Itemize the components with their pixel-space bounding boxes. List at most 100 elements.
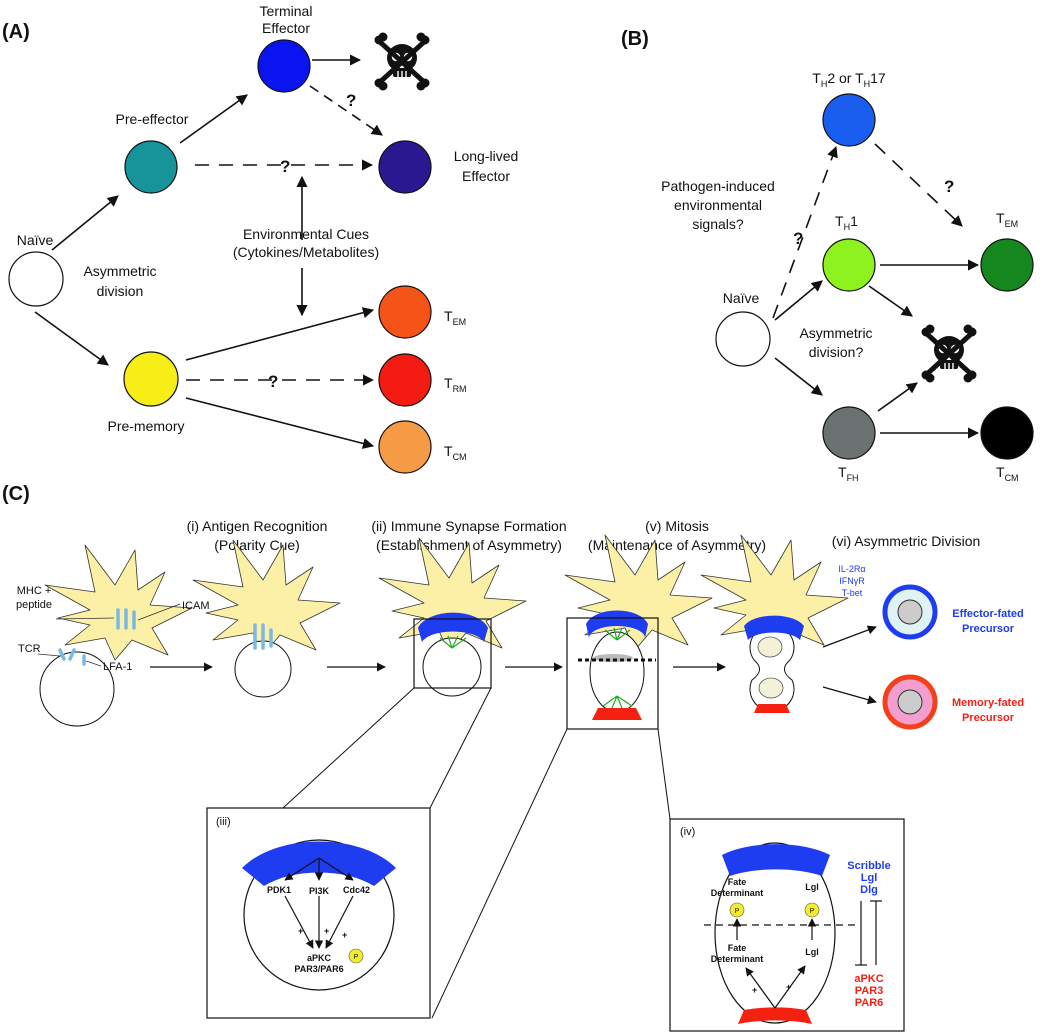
th2-th17-label: TH2 or TH17 — [812, 70, 886, 89]
memory-fated-label-1: Memory-fated — [952, 697, 1024, 709]
arrow-naive-th1 — [774, 280, 823, 321]
naive-label: Naïve — [17, 232, 54, 248]
phospho-badge-iv-1 — [729, 902, 745, 918]
zoom-line-iv-right — [657, 728, 671, 820]
env-cues-label-1: Environmental Cues — [243, 226, 369, 242]
memory-fated-label-2: Precursor — [962, 712, 1015, 724]
inset-iii-title: (iii) — [216, 816, 231, 828]
pdk1-label: PDK1 — [267, 885, 291, 895]
icam-label: ICAM — [182, 600, 210, 612]
th1-label: TH1 — [835, 213, 858, 232]
memory-nucleus — [897, 689, 923, 715]
t-cell-1 — [39, 651, 115, 727]
mhc-pointer — [55, 617, 115, 620]
t-cell-4 — [589, 631, 645, 713]
effector-fated-label-2: Precursor — [962, 623, 1015, 635]
par3-red-label: PAR3 — [855, 985, 884, 997]
b-asym-label-1: Asymmetric — [799, 325, 872, 341]
microtubules-2 — [602, 627, 633, 709]
inset-iv-source-box — [566, 617, 659, 730]
fate-det-bottom-1: Fate — [728, 943, 747, 953]
daughter-nucleus-1 — [757, 636, 783, 658]
b-tem-cell — [980, 238, 1034, 292]
mhc-label-1: MHC + — [17, 585, 52, 597]
long-lived-effector-cell — [378, 140, 432, 194]
step-v-label-2: (Maintenance of Asymmetry) — [588, 537, 766, 553]
pre-memory-cell — [123, 351, 179, 407]
dlg-label: Dlg — [860, 884, 878, 896]
panel-c-label: (C) — [2, 483, 30, 505]
daughter-nucleus-2 — [758, 677, 784, 699]
arrow-premem-tem — [185, 307, 375, 361]
scribble-label: Scribble — [847, 860, 890, 872]
arrow-pole-fate — [745, 967, 776, 1009]
trm-cell — [378, 353, 432, 407]
par3-par6-label: PAR3/PAR6 — [294, 964, 343, 974]
pre-effector-cell — [124, 140, 178, 194]
long-lived-label-1: Long-lived — [454, 148, 519, 164]
b-tem-label: TEM — [996, 210, 1018, 229]
b-death-skull-icon — [922, 325, 977, 383]
microtubules-1 — [439, 635, 467, 649]
par6-red-label: PAR6 — [855, 997, 884, 1009]
arrow-th2-tem — [874, 143, 963, 227]
tcr-receptor-icon — [58, 648, 86, 666]
naive-cell — [8, 251, 64, 307]
mutual-inhibition-icon — [855, 900, 882, 966]
tem-cell — [378, 285, 432, 339]
arrow-premem-tcm — [185, 397, 375, 449]
arrow-naive-tfh — [774, 357, 823, 396]
step-v-label-1: (v) Mitosis — [645, 518, 709, 534]
effector-marker-3: T-bet — [842, 588, 863, 598]
plus-iv-1: + — [752, 985, 757, 995]
arrow-preeff-terminal — [179, 94, 248, 144]
inset-iv-cell — [714, 842, 836, 1024]
terminal-effector-cell — [257, 39, 311, 93]
arrow-to-effector — [822, 625, 877, 648]
t-cell-3 — [422, 637, 482, 697]
pathogen-label-3: signals? — [692, 216, 744, 232]
inset-iii: (iii) PDK1 PI3K Cdc42 + + + aPKC PAR3/PA… — [206, 807, 431, 1019]
b-naive-cell — [715, 311, 771, 367]
tem-label: TEM — [444, 308, 466, 327]
plus-iv-2: + — [786, 982, 791, 992]
lgl-bottom-label: Lgl — [805, 947, 819, 957]
question-terminal-longlived: ? — [346, 91, 356, 110]
terminal-effector-label-1: Terminal — [260, 3, 313, 19]
bound-receptor-icon — [253, 623, 273, 650]
zoom-line-iii-left — [282, 687, 415, 809]
tcr-label: TCR — [18, 643, 41, 655]
zoom-line-iv-left — [431, 728, 568, 1019]
cdc42-label: Cdc42 — [343, 885, 370, 895]
mhc-label-2: peptide — [16, 599, 52, 611]
pathogen-label-2: environmental — [674, 197, 762, 213]
pathogen-label-1: Pathogen-induced — [661, 178, 775, 194]
b-tcm-cell — [980, 406, 1034, 460]
pre-effector-label: Pre-effector — [116, 111, 189, 127]
arrow-terminal-longlived — [309, 85, 383, 136]
long-lived-label-2: Effector — [462, 168, 510, 184]
env-cues-label-2: (Cytokines/Metabolites) — [233, 244, 379, 260]
arrow-naive-preeff — [51, 195, 119, 251]
question-premem-trm: ? — [268, 372, 278, 391]
arrow-to-cdc42 — [318, 857, 354, 881]
trm-label: TRM — [444, 375, 467, 394]
panel-c: (C) (i) Antigen Recognition (Polarity Cu… — [2, 483, 1024, 1032]
distal-pole-1 — [592, 708, 642, 720]
arrow-tfh-death — [877, 382, 918, 412]
pi3k-label: PI3K — [309, 886, 330, 896]
arrow-pole-lgl — [774, 965, 806, 1009]
fate-det-top-2: Determinant — [711, 888, 764, 898]
apc-cell-2 — [192, 539, 341, 656]
arrow-pdk1-apkc — [284, 895, 314, 949]
tfh-cell — [822, 406, 876, 460]
inset-iii-source-box — [413, 618, 492, 689]
step-vi-label: (vi) Asymmetric Division — [832, 533, 981, 549]
th1-cell — [822, 238, 876, 292]
effector-fated-label-1: Effector-fated — [952, 608, 1024, 620]
lgl-top-label: Lgl — [805, 882, 819, 892]
b-question-naive-th2: ? — [793, 229, 803, 248]
arrow-to-pdk1 — [284, 857, 320, 881]
tcr-pointer — [37, 653, 61, 657]
